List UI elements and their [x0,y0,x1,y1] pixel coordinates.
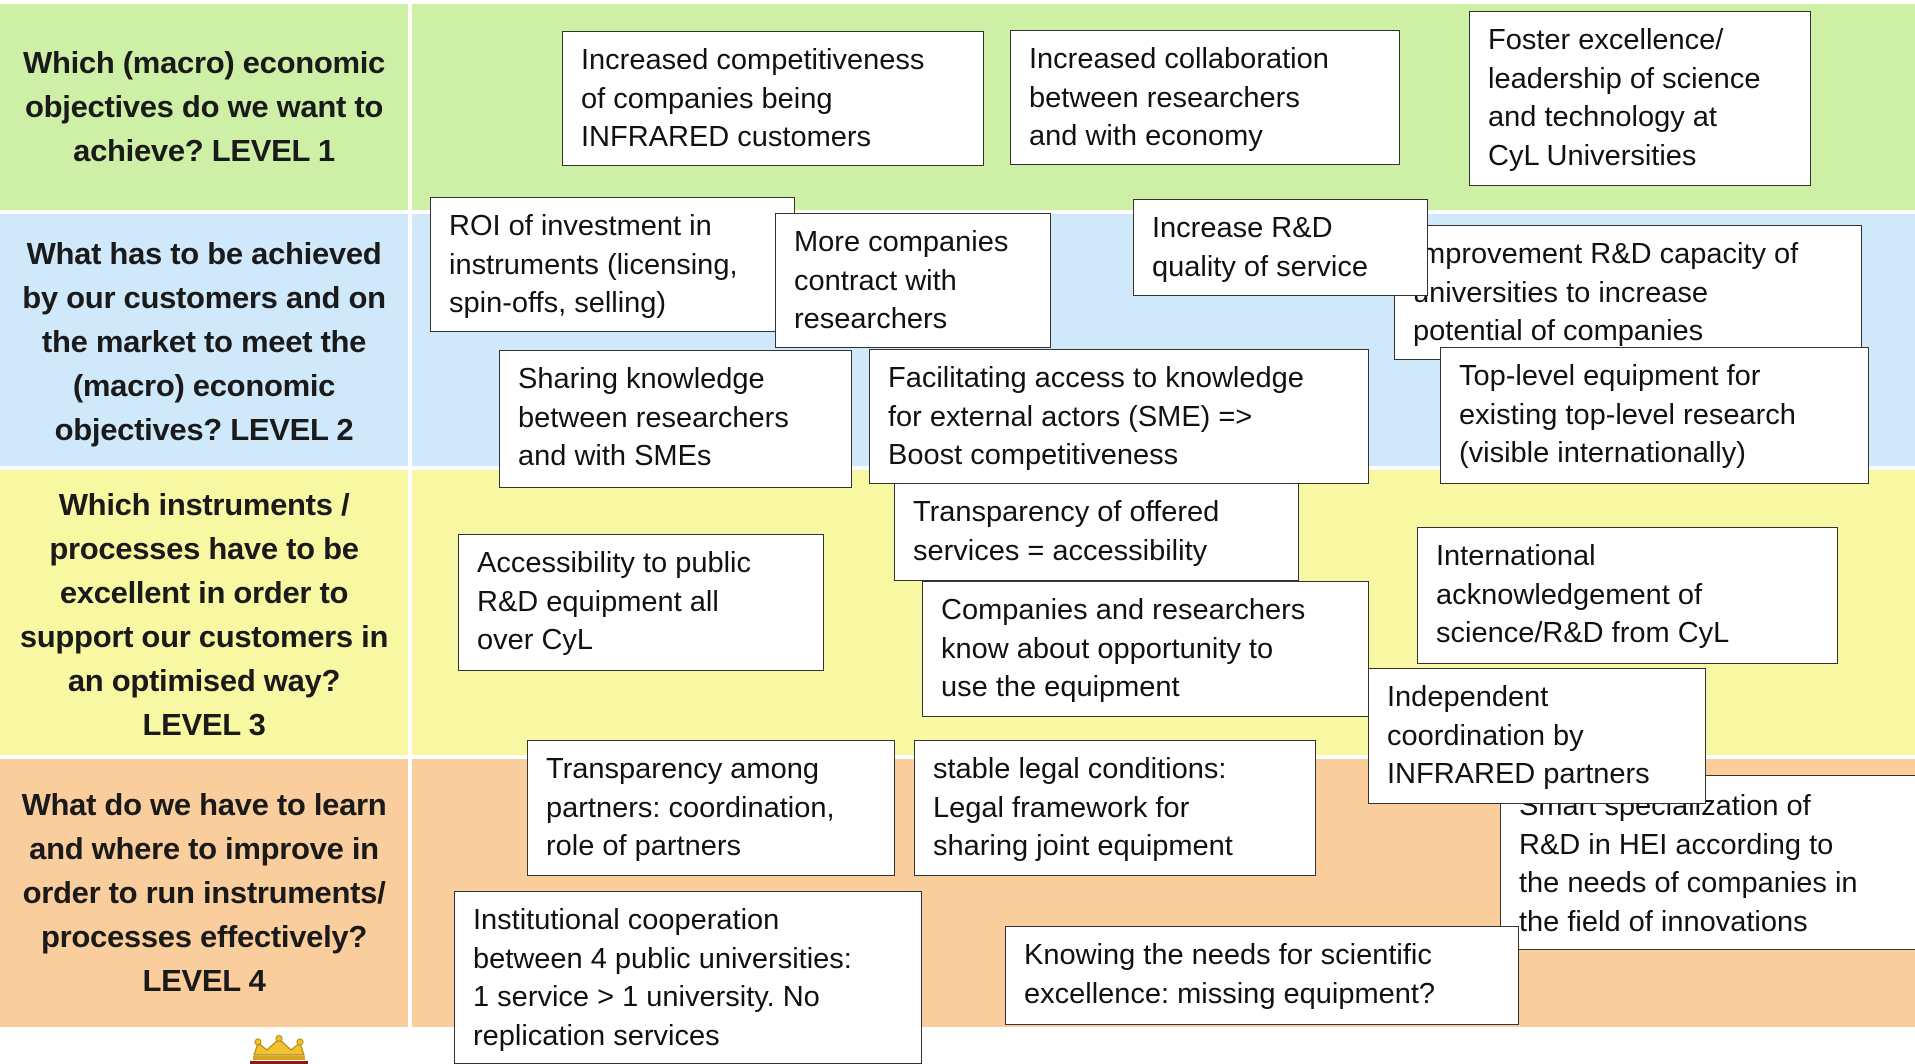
crown-logo-icon [250,1035,308,1064]
card-increase-rd-quality: Increase R&D quality of service [1133,199,1428,296]
card-companies-researchers-know: Companies and researchers know about opp… [922,581,1369,717]
card-stable-legal-conditions: stable legal conditions: Legal framework… [914,740,1316,876]
card-accessibility-equipment: Accessibility to public R&D equipment al… [458,534,824,671]
card-more-companies: More companies contract with researchers [775,213,1051,348]
band-separator [0,0,1915,4]
level-4-question: What do we have to learn and where to im… [21,787,387,998]
level-1-question: Which (macro) economic objectives do we … [22,45,385,168]
card-rd-capacity: Improvement R&D capacity of universities… [1394,225,1862,360]
card-institutional-cooperation: Institutional cooperation between 4 publ… [454,891,922,1064]
card-smart-specialization: Smart specialization of R&D in HEI accor… [1500,775,1915,950]
card-international-acknowledgement: International acknowledgement of science… [1417,527,1838,664]
level-2-question: What has to be achieved by our customers… [22,236,386,447]
card-sharing-knowledge: Sharing knowledge between researchers an… [499,350,852,488]
card-roi-investment: ROI of investment in instruments (licens… [430,197,795,332]
card-increased-collaboration: Increased collaboration between research… [1010,30,1400,165]
card-knowing-needs: Knowing the needs for scientific excelle… [1005,926,1519,1025]
column-divider [408,0,412,1027]
card-top-level-equipment: Top-level equipment for existing top-lev… [1440,347,1869,484]
card-transparency-services: Transparency of offered services = acces… [894,483,1299,581]
card-increased-competitiveness: Increased competitiveness of companies b… [562,31,984,166]
card-foster-excellence: Foster excellence/ leadership of science… [1469,11,1811,186]
card-facilitating-access: Facilitating access to knowledge for ext… [869,349,1369,484]
card-transparency-partners: Transparency among partners: coordinatio… [527,740,895,876]
level-3-question: Which instruments / processes have to be… [19,486,389,742]
card-independent-coordination: Independent coordination by INFRARED par… [1368,668,1706,804]
